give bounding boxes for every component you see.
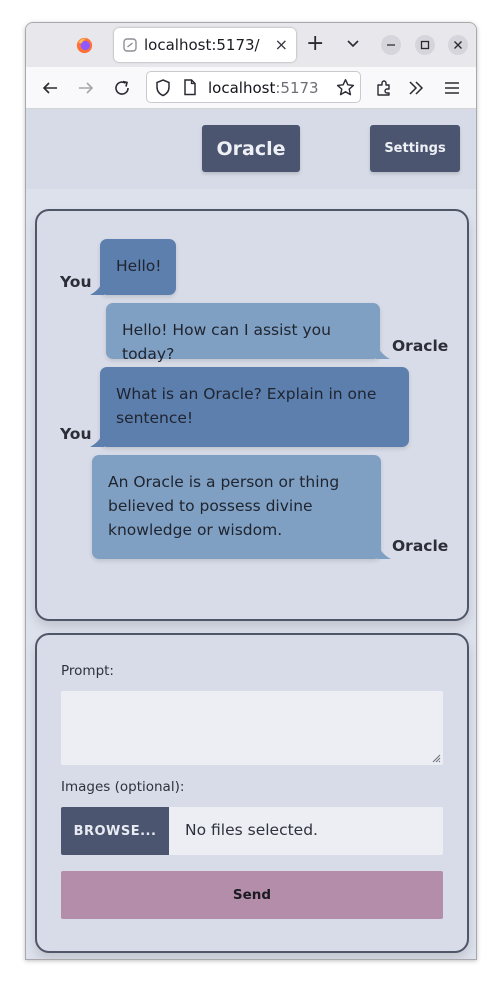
back-arrow-icon[interactable] (41, 79, 59, 97)
bubble-tail (376, 345, 390, 359)
extensions-icon[interactable] (375, 79, 393, 97)
resize-grip-icon[interactable] (431, 753, 441, 763)
message-text-line: sentence! (116, 409, 194, 427)
firefox-logo-icon[interactable] (76, 37, 93, 54)
images-label: Images (optional): (61, 779, 185, 795)
message-text-line: What is an Oracle? Explain in one (116, 385, 377, 403)
url-text: localhost:5173 (208, 79, 319, 97)
url-host: localhost (208, 79, 276, 97)
close-window-icon (454, 41, 462, 49)
maximize-button[interactable] (415, 35, 435, 55)
tab-localhost[interactable]: localhost:5173/ × (114, 28, 296, 62)
page-content: Oracle Settings You Hello! Hello! How ca… (26, 109, 476, 959)
chat-panel: You Hello! Hello! How can I assist you t… (35, 209, 469, 621)
browser-window: localhost:5173/ × + (25, 22, 477, 960)
app-header: Oracle Settings (26, 109, 476, 189)
url-port: :5173 (275, 79, 319, 97)
overflow-chevrons-icon[interactable] (407, 79, 425, 97)
prompt-label: Prompt: (61, 663, 114, 679)
bubble-tail (90, 281, 104, 295)
reload-icon[interactable] (113, 79, 131, 97)
prompt-input[interactable] (61, 691, 443, 765)
tab-strip: localhost:5173/ × + (26, 23, 476, 67)
prompt-form: Prompt: Images (optional): BROWSE... No … (35, 633, 469, 953)
minimize-button[interactable] (381, 35, 401, 55)
url-bar[interactable]: localhost:5173 (146, 71, 361, 103)
message-bubble-user: Hello! (90, 239, 176, 295)
close-window-button[interactable] (448, 35, 468, 55)
message-author-oracle: Oracle (392, 537, 449, 555)
message-bubble-user: What is an Oracle? Explain in one senten… (90, 367, 409, 447)
file-input[interactable]: BROWSE... No files selected. (61, 807, 443, 855)
minimize-icon (387, 44, 395, 46)
maximize-icon (420, 40, 430, 50)
shield-icon[interactable] (155, 79, 171, 97)
message-author-oracle: Oracle (392, 337, 449, 355)
bookmark-star-icon[interactable] (336, 78, 355, 97)
tab-close-icon[interactable]: × (274, 35, 288, 54)
settings-button[interactable]: Settings (370, 125, 460, 172)
browse-button[interactable]: BROWSE... (61, 807, 169, 855)
new-tab-button[interactable]: + (306, 31, 325, 56)
menu-icon[interactable] (443, 79, 461, 97)
message-text-line: knowledge or wisdom. (108, 521, 283, 539)
message-author-you: You (60, 273, 92, 291)
send-button[interactable]: Send (61, 871, 443, 919)
message-text: Hello! (116, 257, 162, 275)
message-bubble-oracle: Hello! How can I assist you today? (106, 303, 390, 363)
message-author-you: You (60, 425, 92, 443)
forward-arrow-icon[interactable] (77, 79, 95, 97)
oracle-button[interactable]: Oracle (202, 125, 300, 172)
message-text: Hello! How can I assist you today? (122, 321, 331, 363)
message-text-line: An Oracle is a person or thing (108, 473, 340, 491)
message-bubble-oracle: An Oracle is a person or thing believed … (92, 455, 391, 559)
page-icon[interactable] (183, 79, 197, 96)
nav-toolbar: localhost:5173 (26, 67, 476, 109)
tab-title: localhost:5173/ (144, 36, 260, 54)
message-text-line: believed to possess divine (108, 497, 313, 515)
file-status-text: No files selected. (185, 821, 318, 839)
bubble-tail (377, 545, 391, 559)
tab-favicon-icon (123, 38, 137, 52)
tab-list-chevron-icon[interactable] (346, 37, 360, 51)
bubble-tail (90, 433, 104, 447)
